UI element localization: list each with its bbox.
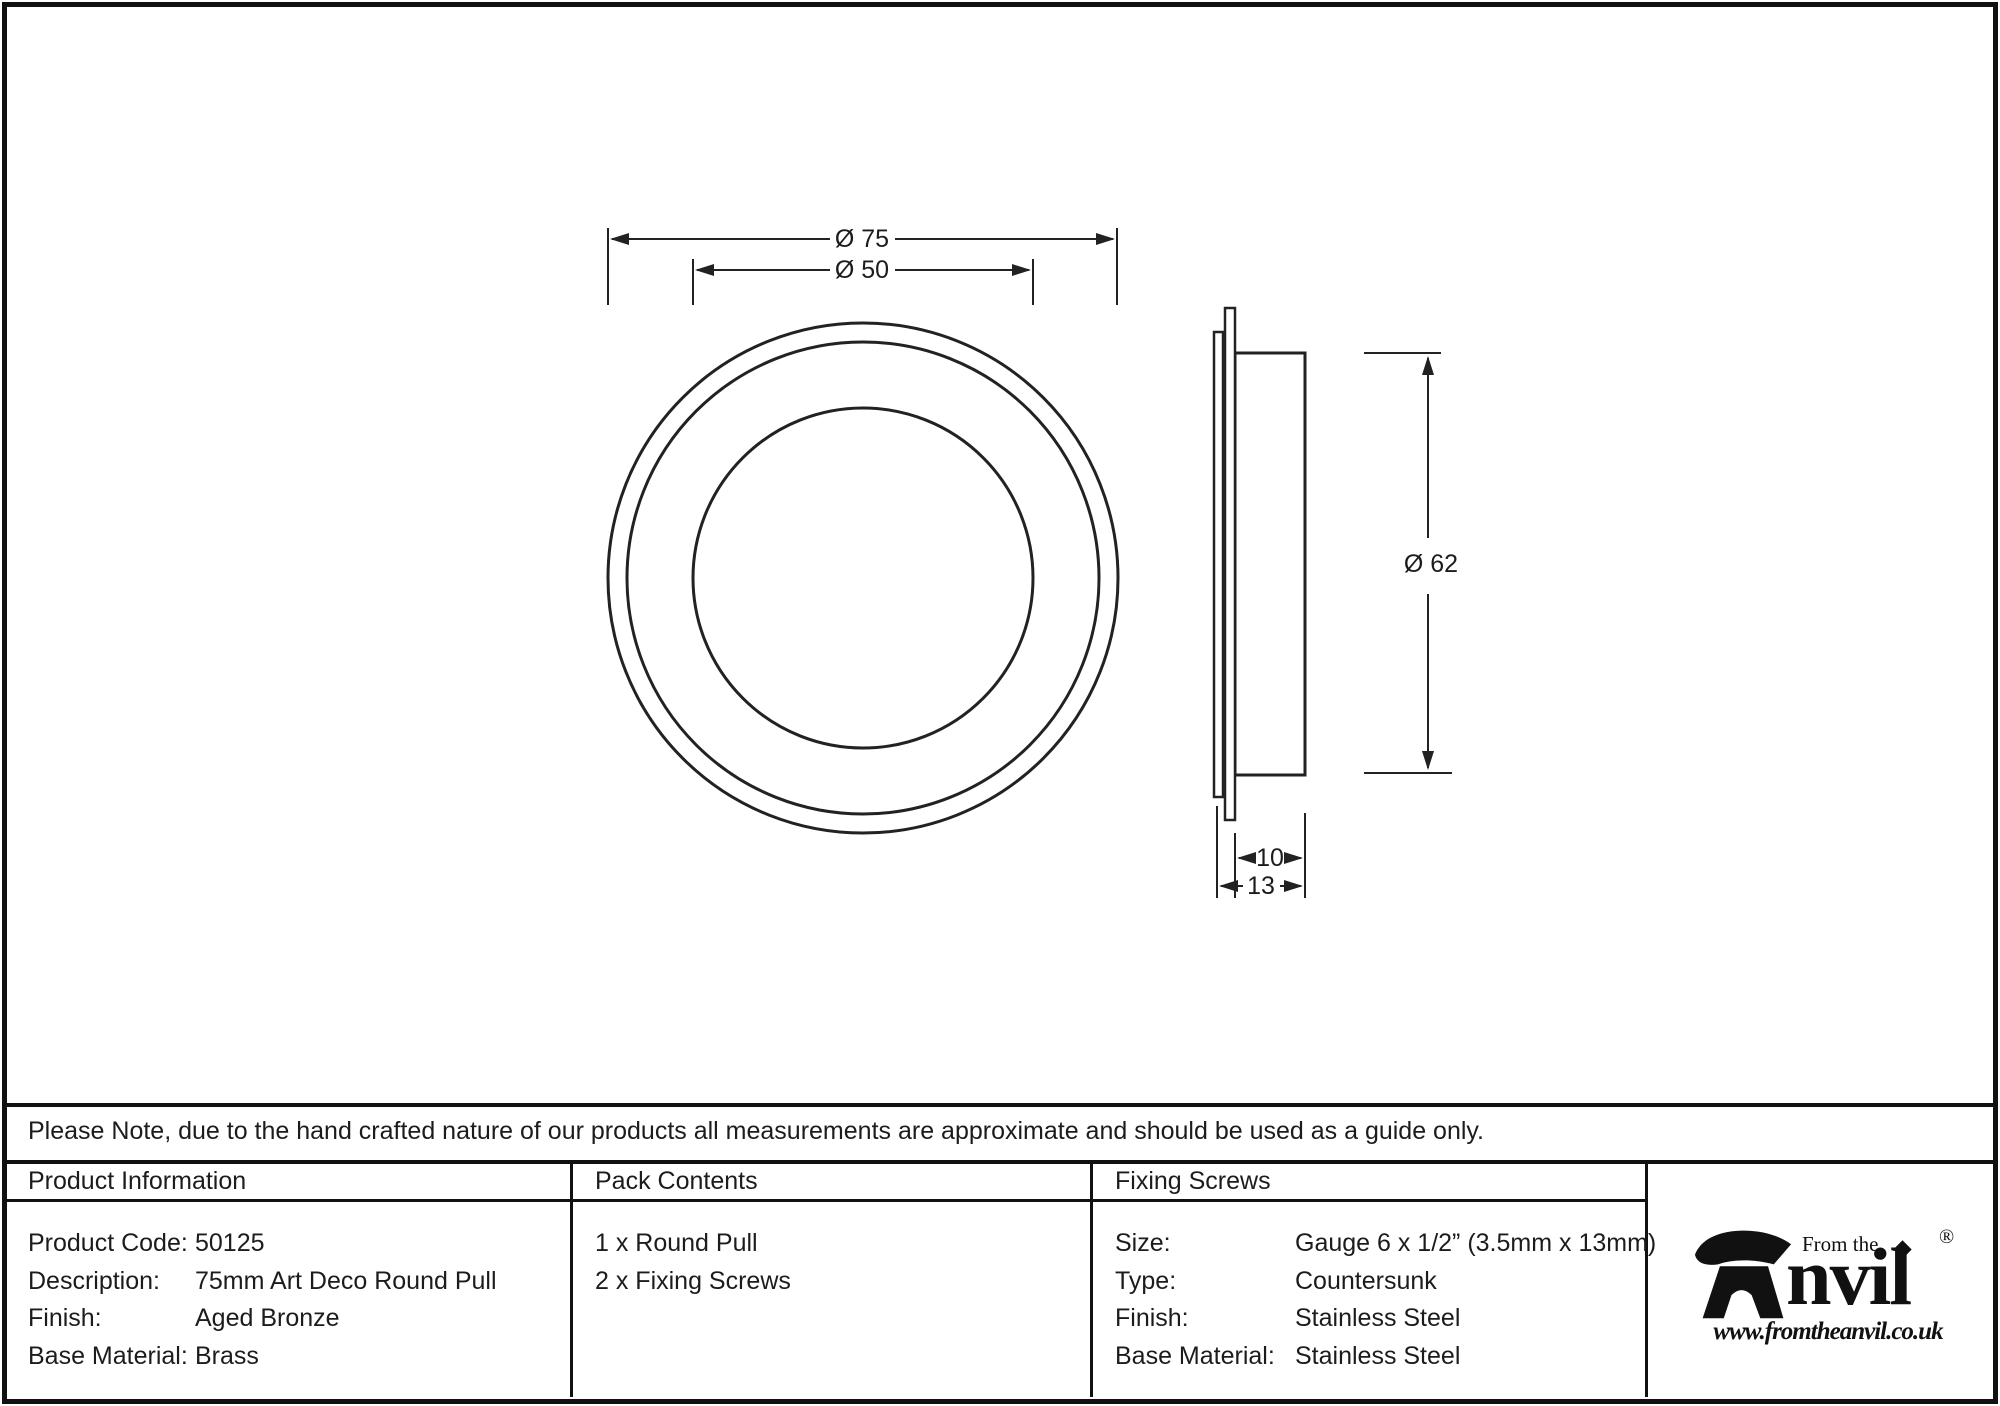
divider-header-bottom (7, 1199, 1648, 1202)
dim-75-label: Ø 75 (835, 225, 889, 253)
row-label: Product Code: (28, 1229, 188, 1257)
dimension-diameter-62: Ø 62 (1364, 352, 1458, 774)
dimension-depth-13: 13 (1216, 806, 1303, 900)
row-label: Size: (1115, 1229, 1171, 1257)
row-value: Stainless Steel (1295, 1304, 1461, 1332)
dimension-diameter-75: Ø 75 (607, 225, 1118, 305)
dim-10-label: 10 (1256, 844, 1284, 872)
divider-col-2 (1090, 1164, 1093, 1397)
arrow-left-icon (695, 264, 714, 276)
front-outer-circle (606, 321, 1120, 835)
side-front-ring (1212, 330, 1225, 799)
pack-contents-header: Pack Contents (595, 1167, 758, 1195)
fixing-screws-header: Fixing Screws (1115, 1167, 1271, 1195)
front-middle-circle (625, 340, 1101, 816)
arrow-left-icon (1237, 852, 1256, 864)
arrow-left-icon (610, 233, 629, 245)
row-label: Finish: (1115, 1304, 1189, 1332)
side-flange (1223, 306, 1237, 822)
row-value: 50125 (195, 1229, 265, 1257)
row-label: Base Material: (1115, 1342, 1275, 1370)
divider-drawing-bottom (7, 1103, 1993, 1107)
anvil-icon (1694, 1230, 1792, 1319)
row-value: Aged Bronze (195, 1304, 340, 1332)
divider-note-bottom (7, 1160, 1993, 1164)
registered-trademark-icon: ® (1939, 1226, 1955, 1248)
divider-col-3 (1645, 1164, 1648, 1397)
technical-drawing: Ø 75 Ø 50 Ø 62 (606, 225, 1458, 900)
arrow-up-icon (1422, 356, 1434, 375)
row-label: Finish: (28, 1304, 102, 1332)
measurement-note: Please Note, due to the hand crafted nat… (28, 1117, 1485, 1145)
row-label: Base Material: (28, 1342, 188, 1370)
logo-brand-text: nvil (1786, 1231, 1912, 1322)
dim-62-label: Ø 62 (1404, 550, 1458, 578)
dimension-diameter-50: Ø 50 (692, 256, 1034, 305)
row-value: Stainless Steel (1295, 1342, 1461, 1370)
row-label: Description: (28, 1267, 160, 1295)
logo-tagline: From the (1802, 1232, 1879, 1256)
divider-col-1 (570, 1164, 573, 1397)
row-label: Type: (1115, 1267, 1177, 1295)
dim-13-label: 13 (1247, 872, 1275, 900)
arrow-down-icon (1422, 751, 1434, 770)
row-value: Countersunk (1295, 1267, 1437, 1295)
list-item: 1 x Round Pull (595, 1229, 758, 1257)
side-body (1233, 351, 1307, 777)
arrow-right-icon (1284, 852, 1303, 864)
row-value: Gauge 6 x 1/2” (3.5mm x 13mm) (1295, 1229, 1657, 1257)
side-view (1212, 306, 1307, 822)
dimension-depth-10: 10 (1234, 813, 1306, 898)
arrow-right-icon (1284, 880, 1303, 892)
front-view (606, 321, 1120, 835)
list-item: 2 x Fixing Screws (595, 1267, 791, 1295)
logo-website: www.fromtheanvil.co.uk (1713, 1318, 1943, 1345)
arrow-right-icon (1096, 233, 1115, 245)
row-value: 75mm Art Deco Round Pull (195, 1267, 497, 1295)
front-inner-circle (691, 406, 1035, 750)
arrow-right-icon (1012, 264, 1031, 276)
dim-50-label: Ø 50 (835, 256, 889, 284)
arrow-left-icon (1219, 880, 1238, 892)
product-information-header: Product Information (28, 1167, 247, 1195)
row-value: Brass (195, 1342, 259, 1370)
